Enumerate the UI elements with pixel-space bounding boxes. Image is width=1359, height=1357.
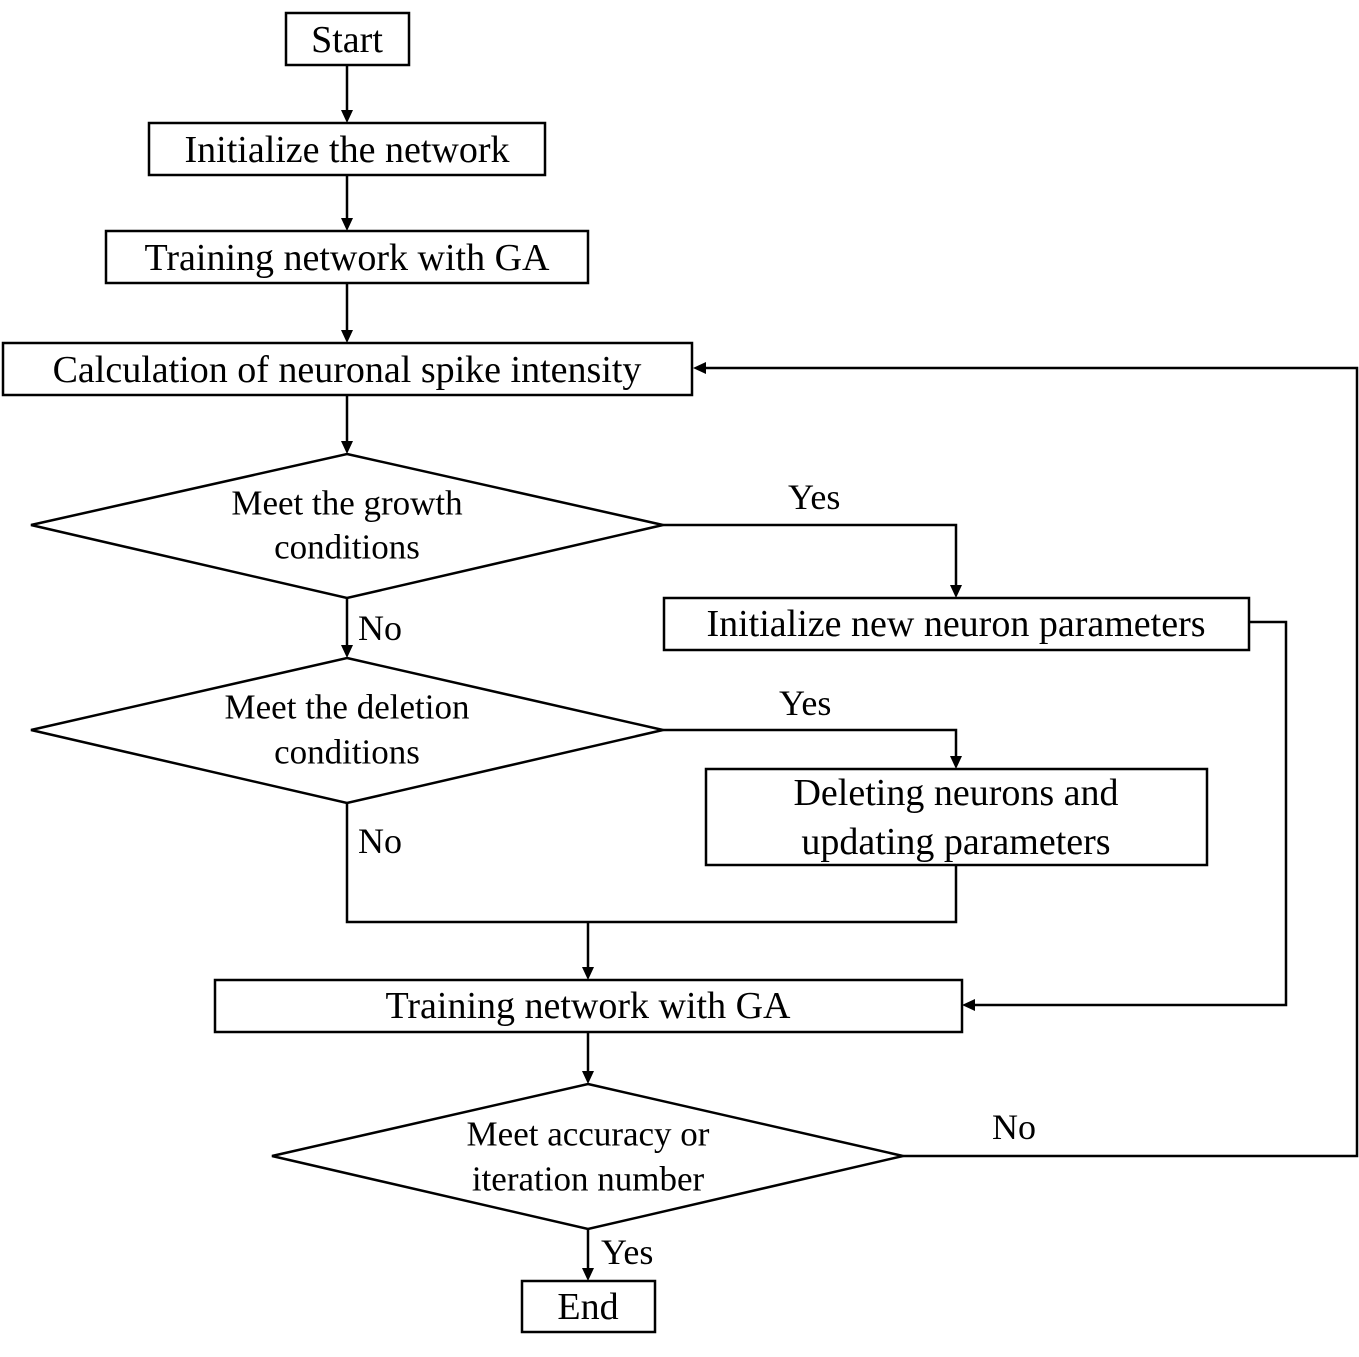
arrowhead-left bbox=[962, 999, 975, 1011]
growth-yes-label: Yes bbox=[788, 477, 840, 517]
deletion-decision-line1: Meet the deletion bbox=[225, 688, 470, 727]
accuracy-yes-label: Yes bbox=[601, 1232, 653, 1272]
arrowhead-left bbox=[693, 362, 706, 374]
deletion-decision-diamond bbox=[30, 656, 664, 805]
calc-spike-box bbox=[1, 341, 694, 397]
node-train-ga-2: Training network with GA bbox=[213, 978, 964, 1034]
edge-init-params-to-train2 bbox=[973, 620, 1288, 1007]
growth-no-label: No bbox=[358, 608, 402, 648]
init-neuron-params-label: Initialize new neuron parameters bbox=[706, 603, 1205, 645]
delete-neurons-line1: Deleting neurons and bbox=[793, 772, 1118, 814]
arrowhead-down bbox=[582, 1071, 594, 1084]
arrowhead-down bbox=[341, 110, 353, 123]
train-ga-1-label: Training network with GA bbox=[145, 237, 551, 279]
node-delete-neurons: Deleting neurons and updating parameters bbox=[704, 767, 1209, 867]
deletion-yes-label: Yes bbox=[779, 683, 831, 723]
node-init-neuron-params: Initialize new neuron parameters bbox=[662, 596, 1251, 652]
deletion-decision-line2: conditions bbox=[274, 733, 420, 772]
node-train-ga-1: Training network with GA bbox=[104, 229, 590, 285]
end-box bbox=[520, 1279, 657, 1334]
delete-neurons-box bbox=[704, 767, 1209, 867]
connectors bbox=[345, 65, 1359, 1270]
edge-accuracy-no bbox=[704, 366, 1359, 1158]
init-network-box bbox=[147, 121, 547, 177]
node-growth-decision: Meet the growth conditions bbox=[30, 452, 664, 600]
start-label: Start bbox=[311, 19, 383, 61]
init-network-label: Initialize the network bbox=[185, 129, 510, 171]
accuracy-decision-line1: Meet accuracy or bbox=[467, 1115, 710, 1154]
arrowhead-down bbox=[341, 330, 353, 343]
edge-labels: Yes No Yes No No Yes bbox=[358, 477, 1036, 1272]
arrowhead-down bbox=[341, 441, 353, 454]
node-init-network: Initialize the network bbox=[147, 121, 547, 177]
arrowhead-down bbox=[341, 218, 353, 231]
end-label: End bbox=[557, 1286, 618, 1328]
accuracy-decision-diamond bbox=[271, 1082, 904, 1231]
node-end: End bbox=[520, 1279, 657, 1334]
arrowhead-down bbox=[950, 585, 962, 598]
edge-deletion-no bbox=[345, 803, 958, 924]
arrowhead-down bbox=[950, 756, 962, 769]
accuracy-decision-line2: iteration number bbox=[472, 1160, 705, 1199]
train-ga-2-box bbox=[213, 978, 964, 1034]
edge-deletion-yes bbox=[663, 728, 958, 758]
arrowhead-down bbox=[582, 967, 594, 980]
delete-neurons-line2: updating parameters bbox=[801, 821, 1110, 863]
node-accuracy-decision: Meet accuracy or iteration number bbox=[271, 1082, 904, 1231]
train-ga-2-label: Training network with GA bbox=[386, 985, 792, 1027]
arrowheads bbox=[341, 110, 975, 1281]
train-ga-1-box bbox=[104, 229, 590, 285]
init-neuron-params-box bbox=[662, 596, 1251, 652]
calc-spike-label: Calculation of neuronal spike intensity bbox=[53, 349, 642, 391]
node-calc-spike: Calculation of neuronal spike intensity bbox=[1, 341, 694, 397]
accuracy-no-label: No bbox=[992, 1107, 1036, 1147]
deletion-no-label: No bbox=[358, 821, 402, 861]
growth-decision-diamond bbox=[30, 452, 664, 600]
start-box bbox=[284, 11, 411, 67]
arrowhead-down bbox=[341, 645, 353, 658]
node-deletion-decision: Meet the deletion conditions bbox=[30, 656, 664, 805]
node-start: Start bbox=[284, 11, 411, 67]
growth-decision-line1: Meet the growth bbox=[231, 484, 463, 523]
arrowhead-down bbox=[582, 1268, 594, 1281]
growth-decision-line2: conditions bbox=[274, 528, 420, 567]
edge-growth-yes bbox=[663, 523, 958, 587]
